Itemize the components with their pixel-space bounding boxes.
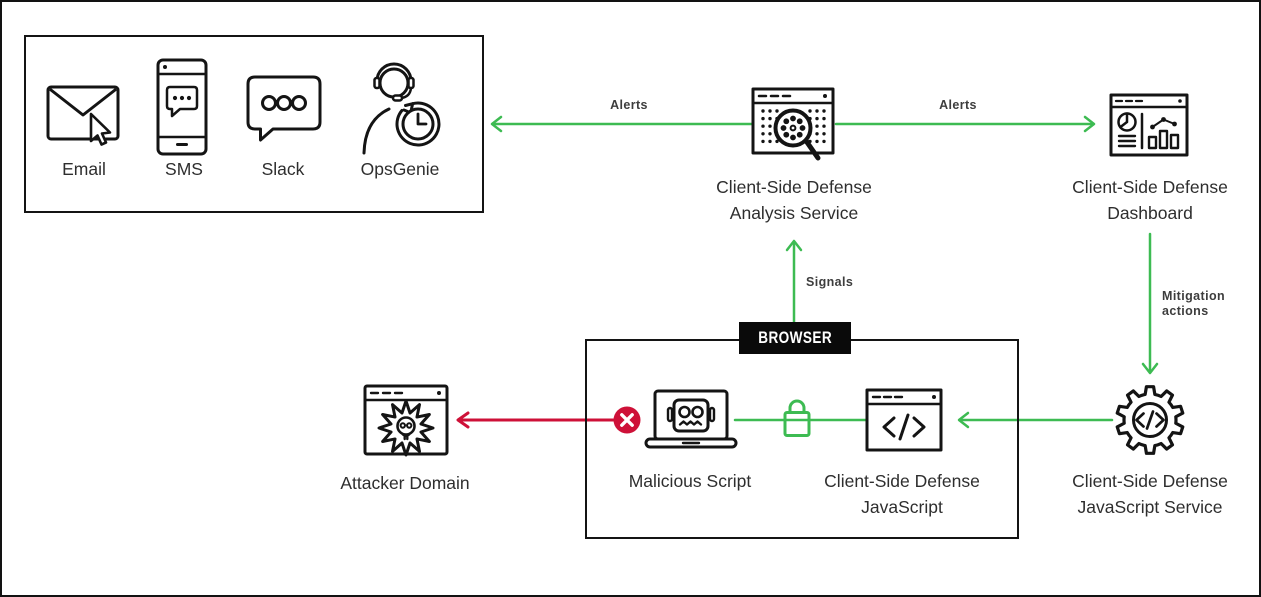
signals-label: Signals	[806, 275, 854, 289]
skull-window-icon	[363, 384, 449, 457]
alerts-right-label: Alerts	[939, 98, 977, 112]
protected-link	[733, 399, 868, 437]
mitigation-actions-label: Mitigation actions	[1162, 289, 1226, 318]
malicious-script-label: Malicious Script	[628, 471, 752, 491]
browser-tab-label: BROWSER	[758, 328, 832, 347]
csd-javascript-label: Client-Side Defense JavaScript	[824, 471, 980, 517]
alerts-right-arrow	[834, 115, 1096, 133]
alert-channels-box	[24, 35, 484, 213]
sms-icon	[156, 58, 208, 156]
code-window-icon	[865, 388, 943, 452]
lock-icon	[783, 399, 811, 437]
gear-code-icon	[1115, 385, 1185, 455]
analysis-window-magnifier-icon	[751, 87, 835, 161]
blocked-request-arrow	[456, 406, 641, 434]
blocked-x-icon	[613, 406, 641, 434]
browser-tab: BROWSER	[739, 322, 851, 354]
attacker-domain-label: Attacker Domain	[340, 473, 470, 493]
robot-laptop-icon	[644, 389, 738, 449]
dashboard-window-icon	[1109, 93, 1189, 157]
js-service-label: Client-Side Defense JavaScript Service	[1072, 471, 1228, 517]
slack-label: Slack	[261, 159, 305, 179]
sms-label: SMS	[165, 159, 203, 179]
analysis-service-label: Client-Side Defense Analysis Service	[716, 177, 872, 223]
email-label: Email	[62, 159, 106, 179]
mitigation-actions-arrow	[1141, 232, 1159, 375]
alerts-left-label: Alerts	[610, 98, 648, 112]
alerts-left-arrow	[490, 115, 757, 133]
slack-icon	[246, 75, 322, 142]
signals-arrow	[785, 239, 803, 336]
email-icon	[46, 85, 120, 146]
js-delivery-arrow	[957, 411, 1114, 429]
opsgenie-icon	[362, 62, 441, 155]
dashboard-label: Client-Side Defense Dashboard	[1072, 177, 1228, 223]
opsgenie-label: OpsGenie	[360, 159, 440, 179]
